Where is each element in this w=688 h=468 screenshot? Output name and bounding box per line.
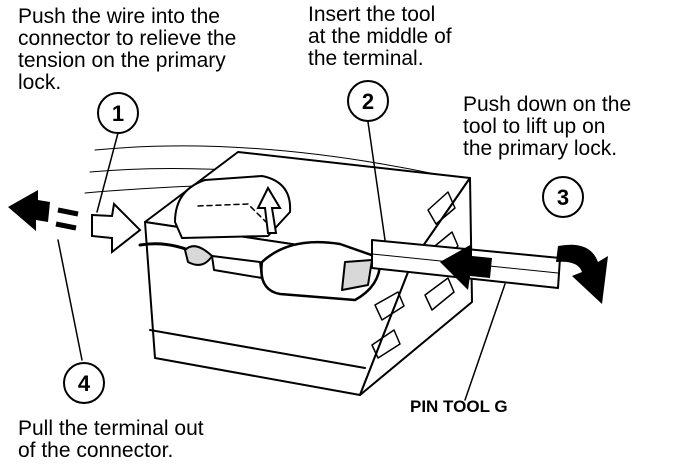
primary-lock-slot: [197, 203, 269, 225]
pin-tool-label: PIN TOOL G: [410, 397, 508, 416]
side-slot-3: [424, 277, 455, 311]
side-slot-5: [371, 329, 401, 359]
lift-lock-arrow: [256, 185, 282, 234]
connector-side-face: [359, 177, 473, 396]
tool-leader-line: [464, 283, 506, 401]
instruction-step-2: Insert the tool at the middle of the ter…: [308, 3, 452, 70]
push-down-arrow: [556, 244, 608, 304]
side-slot-4: [374, 291, 405, 321]
instruction-step-1: Push the wire into the connector to reli…: [18, 5, 237, 94]
background-curve-1: [94, 145, 441, 176]
motion-dash-1: [57, 207, 79, 217]
step-callout-2: 2: [347, 80, 389, 122]
side-slot-1: [427, 191, 456, 225]
step-number-4: 4: [78, 371, 91, 396]
step-callout-3: 3: [542, 176, 584, 218]
step-callout-1: 1: [97, 92, 139, 134]
leader-line-2: [367, 121, 386, 241]
instruction-step-3: Push down on the tool to lift up on the …: [463, 93, 632, 160]
terminal-contact: [341, 259, 373, 291]
step-number-1: 1: [112, 101, 124, 126]
step-number-3: 3: [557, 185, 569, 210]
pull-terminal-arrow: [8, 190, 50, 231]
instruction-step-4: Pull the terminal out of the connector.: [18, 417, 204, 462]
step-callout-4: 4: [63, 362, 105, 404]
leader-line-1: [96, 132, 119, 213]
insert-tool-arrow: [440, 244, 492, 290]
housing-rim-line: [149, 329, 366, 369]
leader-line-4: [57, 239, 83, 361]
motion-dash-2: [55, 221, 77, 231]
step-number-2: 2: [362, 89, 374, 114]
push-wire-arrow: [91, 201, 142, 255]
primary-lock-tab: [174, 175, 292, 239]
